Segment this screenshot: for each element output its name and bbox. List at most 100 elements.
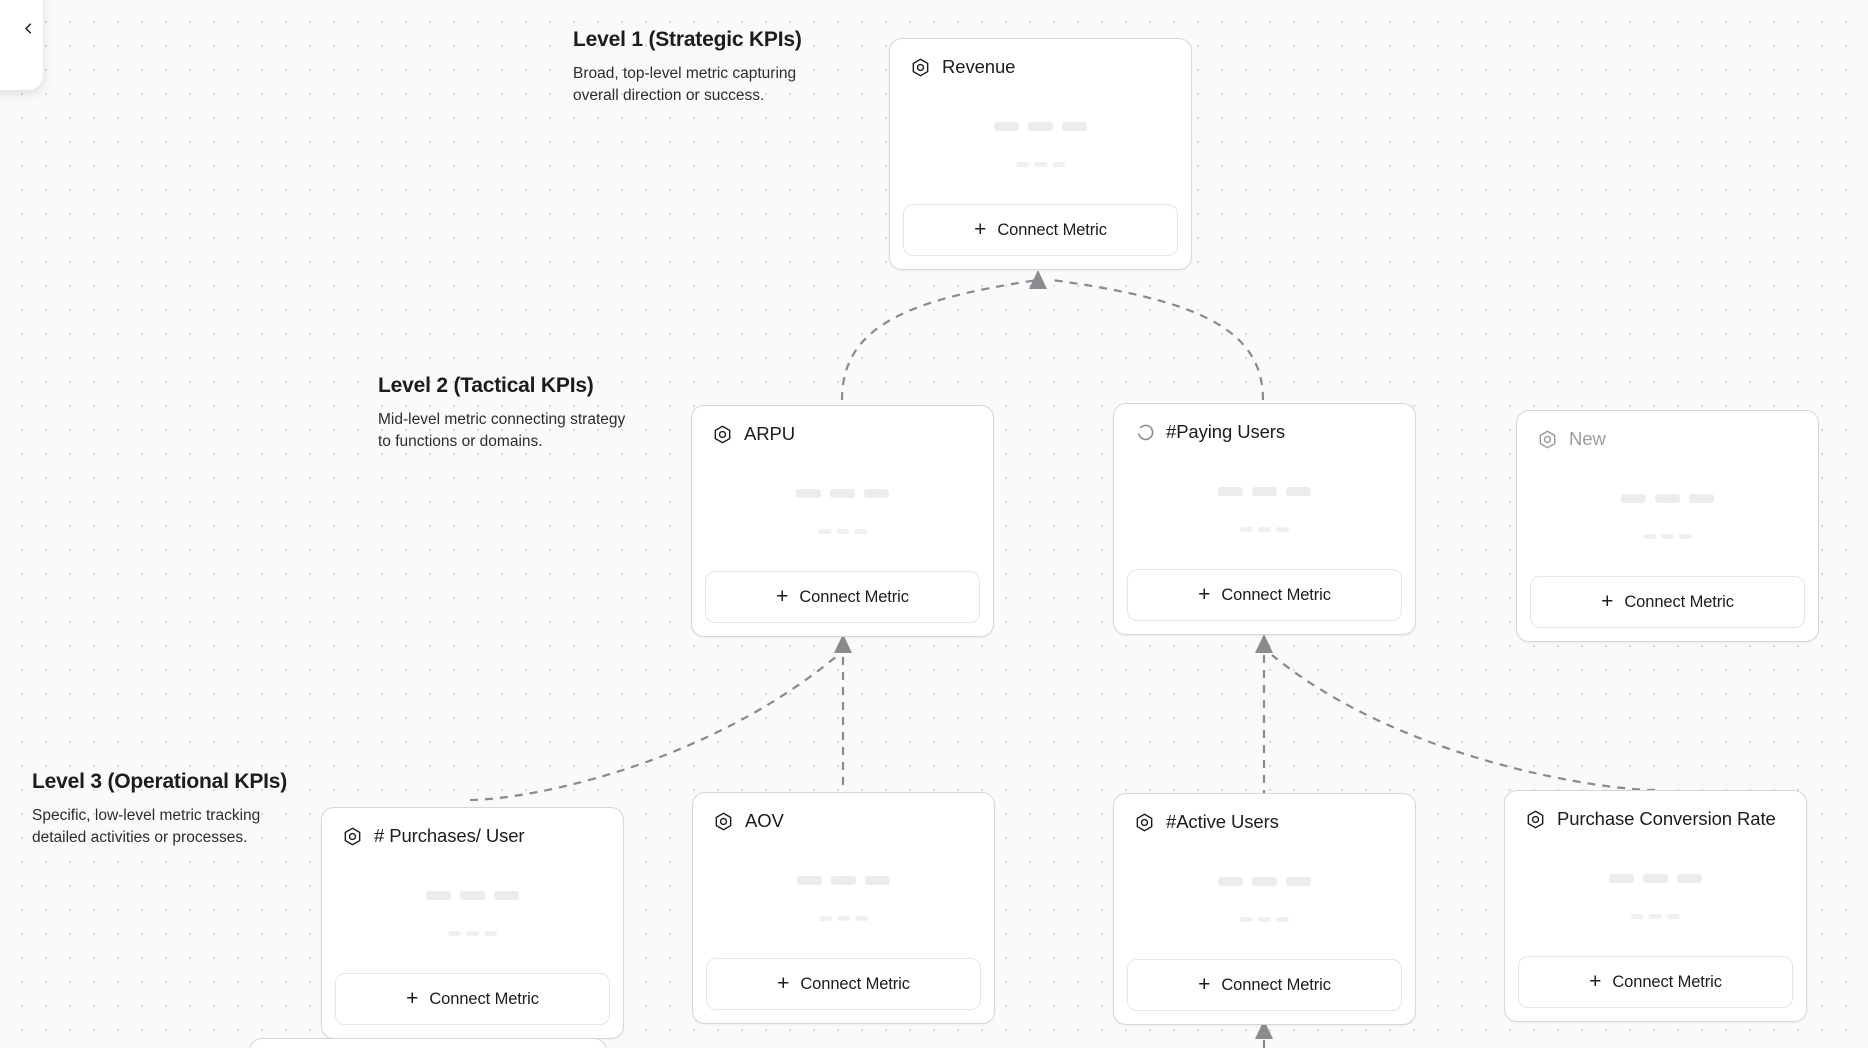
node-header: #Paying Users <box>1114 404 1415 443</box>
level-2-block: Level 2 (Tactical KPIs) Mid-level metric… <box>378 374 628 454</box>
skeleton-bar <box>1609 874 1634 883</box>
level-3-title: Level 3 (Operational KPIs) <box>32 770 288 793</box>
plus-icon: + <box>1601 589 1614 613</box>
skeleton-bar <box>1677 874 1702 883</box>
skeleton-bar <box>1258 527 1271 532</box>
skeleton-bar <box>1240 917 1253 922</box>
level-2-title: Level 2 (Tactical KPIs) <box>378 374 594 397</box>
node-body-placeholder <box>1517 450 1818 576</box>
edge-purchases-to-arpu <box>469 654 839 802</box>
metric-node-revenue[interactable]: Revenue + Connect Metric <box>889 38 1192 270</box>
connect-metric-button[interactable]: + Connect Metric <box>1518 956 1793 1008</box>
metric-node-paying-users[interactable]: #Paying Users + Connect Metric <box>1113 403 1416 635</box>
skeleton-bar <box>796 489 821 498</box>
connect-metric-button[interactable]: + Connect Metric <box>1127 569 1402 621</box>
connect-metric-label: Connect Metric <box>997 220 1107 239</box>
connect-metric-button[interactable]: + Connect Metric <box>903 204 1178 256</box>
skeleton-bar <box>1252 487 1277 496</box>
skeleton-bar <box>1643 874 1668 883</box>
connect-metric-button[interactable]: + Connect Metric <box>1127 959 1402 1011</box>
skeleton-bar <box>865 876 890 885</box>
skeleton-bar <box>831 876 856 885</box>
level-3-description: Specific, low-level metric tracking deta… <box>32 807 261 847</box>
skeleton-bar <box>1028 122 1053 131</box>
skeleton-bar <box>818 529 831 534</box>
node-title: ARPU <box>744 423 795 444</box>
skeleton-row-secondary <box>692 529 993 534</box>
node-footer: + Connect Metric <box>1517 576 1818 641</box>
connect-metric-label: Connect Metric <box>1612 972 1722 991</box>
metric-node-arpu[interactable]: ARPU + Connect Metric <box>691 405 994 637</box>
skeleton-bar <box>819 916 832 921</box>
plus-icon: + <box>776 584 789 608</box>
node-body-placeholder <box>1114 833 1415 959</box>
node-header: #Active Users <box>1114 794 1415 833</box>
metric-node-purchase-conversion-rate[interactable]: Purchase Conversion Rate + Connect Metri… <box>1504 790 1807 1022</box>
node-body-placeholder <box>890 78 1191 204</box>
connect-metric-button[interactable]: + Connect Metric <box>1530 576 1805 628</box>
caret-left-icon[interactable] <box>21 21 36 36</box>
metric-node-active-users[interactable]: #Active Users + Connect Metric <box>1113 793 1416 1025</box>
skeleton-bar <box>1052 162 1065 167</box>
node-footer: + Connect Metric <box>322 973 623 1038</box>
metric-node-aov[interactable]: AOV + Connect Metric <box>692 792 995 1024</box>
hexagon-metric-icon <box>714 424 731 444</box>
skeleton-bar <box>1679 534 1692 539</box>
level-3-block: Level 3 (Operational KPIs) Specific, low… <box>32 770 287 850</box>
skeleton-bar <box>855 916 868 921</box>
skeleton-row-primary <box>1505 874 1806 883</box>
node-header: Purchase Conversion Rate <box>1505 791 1806 830</box>
plus-icon: + <box>406 986 419 1010</box>
hexagon-metric-icon <box>1539 429 1556 449</box>
node-footer: + Connect Metric <box>692 571 993 636</box>
edge-arpu-to-revenue <box>840 278 1039 401</box>
skeleton-row-primary <box>693 876 994 885</box>
skeleton-bar <box>448 931 461 936</box>
node-header: New <box>1517 411 1818 450</box>
skeleton-row-secondary <box>1517 534 1818 539</box>
skeleton-bar <box>1643 534 1656 539</box>
connect-metric-button[interactable]: + Connect Metric <box>335 973 610 1025</box>
skeleton-bar <box>836 529 849 534</box>
metric-node-new[interactable]: New + Connect Metric <box>1516 410 1819 642</box>
skeleton-bar <box>466 931 479 936</box>
metric-node-purchases-per-user[interactable]: # Purchases/ User + Connect Metric <box>321 807 624 1039</box>
skeleton-bar <box>1276 527 1289 532</box>
node-footer: + Connect Metric <box>1114 959 1415 1024</box>
edge-conversion-to-paying-users <box>1271 654 1656 792</box>
skeleton-bar <box>830 489 855 498</box>
skeleton-bar <box>1218 877 1243 886</box>
skeleton-row-primary <box>1114 877 1415 886</box>
node-footer: + Connect Metric <box>890 204 1191 269</box>
skeleton-row-secondary <box>1114 527 1415 532</box>
hexagon-metric-icon <box>1527 809 1544 829</box>
node-header <box>250 1039 606 1048</box>
skeleton-bar <box>460 891 485 900</box>
skeleton-row-primary <box>890 122 1191 131</box>
skeleton-bar <box>484 931 497 936</box>
skeleton-row-primary <box>1114 487 1415 496</box>
connect-metric-button[interactable]: + Connect Metric <box>705 571 980 623</box>
skeleton-bar <box>1689 494 1714 503</box>
level-2-description: Mid-level metric connecting strategy to … <box>378 411 626 451</box>
skeleton-bar <box>1286 487 1311 496</box>
connect-metric-button[interactable]: + Connect Metric <box>706 958 981 1010</box>
skeleton-bar <box>1034 162 1047 167</box>
connect-metric-label: Connect Metric <box>1221 975 1331 994</box>
skeleton-bar <box>837 916 850 921</box>
spinner-loading-icon <box>1138 424 1154 440</box>
node-body-placeholder <box>692 445 993 571</box>
node-title: AOV <box>745 810 784 831</box>
node-header: # Purchases/ User <box>322 808 623 847</box>
floating-corner-panel[interactable] <box>0 0 43 90</box>
node-footer: + Connect Metric <box>1505 956 1806 1021</box>
plus-icon: + <box>1589 969 1602 993</box>
node-body-placeholder <box>693 832 994 958</box>
skeleton-bar <box>1667 914 1680 919</box>
plus-icon: + <box>777 971 790 995</box>
skeleton-row-secondary <box>322 931 623 936</box>
skeleton-row-secondary <box>693 916 994 921</box>
metric-node-offscreen-bottom[interactable] <box>249 1038 607 1048</box>
connect-metric-label: Connect Metric <box>1624 592 1734 611</box>
